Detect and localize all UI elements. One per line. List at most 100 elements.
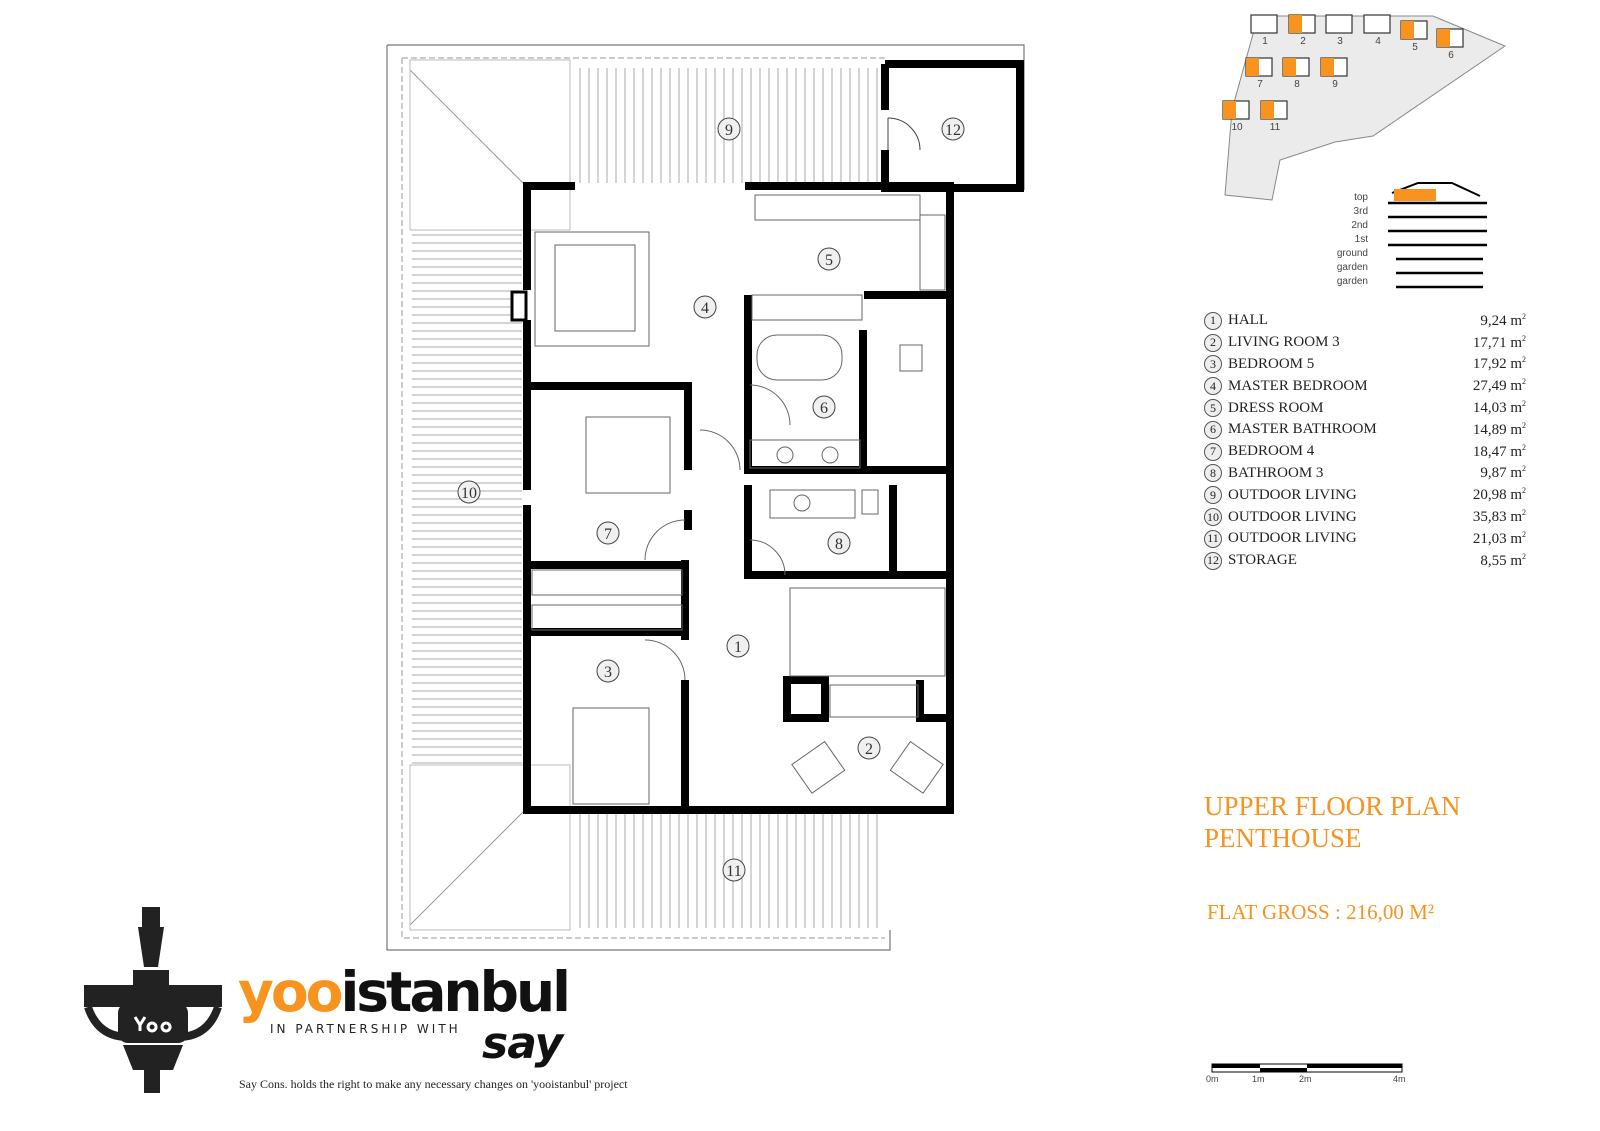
terrace-9-deck: [579, 68, 878, 183]
legend-number: 4: [1204, 377, 1222, 396]
legend-unit: m: [1510, 421, 1522, 438]
legend-area: 8,55 m2: [1480, 551, 1526, 569]
legend-number: 12: [1204, 551, 1222, 570]
legend-area-value: 9,87: [1480, 465, 1507, 482]
legend-area: 18,47 m2: [1472, 442, 1526, 460]
yooistanbul-logo: yooistanbul: [238, 965, 571, 1020]
legend-area: 27,49 m2: [1472, 377, 1526, 395]
site-unit-8: 8: [1282, 57, 1310, 90]
legend-unit: m: [1510, 552, 1522, 569]
legend-room-name: LIVING ROOM 3: [1228, 334, 1340, 351]
room-marker-number: 12: [945, 122, 961, 139]
room-marker-number: 3: [604, 664, 612, 681]
legend-room-name: STORAGE: [1228, 552, 1297, 569]
site-unit-label: 7: [1257, 79, 1263, 90]
plan-title-line1: UPPER FLOOR PLAN: [1204, 791, 1461, 821]
scale-bar: [1211, 1063, 1403, 1073]
legend-unit: m: [1510, 465, 1522, 482]
legend-row: 12 STORAGE 8,55 m2: [1204, 550, 1526, 572]
site-unit-label: 9: [1332, 79, 1338, 90]
scale-label: 1m: [1252, 1074, 1265, 1084]
legend-unit: m: [1510, 356, 1522, 373]
legend-area: 9,87 m2: [1480, 464, 1526, 482]
terrace-11-deck: [579, 812, 878, 928]
legend-area-value: 17,71: [1472, 334, 1507, 351]
site-unit-10: 10: [1222, 100, 1250, 133]
plan-title-line2: PENTHOUSE: [1204, 823, 1362, 853]
site-unit-label: 4: [1375, 36, 1381, 47]
legend-unit: m: [1510, 509, 1522, 526]
legend-number: 9: [1204, 486, 1222, 505]
room-marker-9: 9: [717, 117, 741, 141]
legend-area: 21,03 m2: [1472, 529, 1526, 547]
legend-unit: m: [1510, 443, 1522, 460]
section-key: [1388, 182, 1487, 289]
window-bay: [510, 290, 528, 322]
legend-number: 11: [1204, 529, 1222, 548]
legend-area-value: 14,03: [1472, 400, 1507, 417]
site-unit-11: 11: [1260, 100, 1288, 133]
legend-unit: m: [1510, 530, 1522, 547]
legend-area-value: 20,98: [1472, 487, 1507, 504]
room-marker-3: 3: [596, 659, 620, 683]
legend-row: 2 LIVING ROOM 3 17,71 m2: [1204, 332, 1526, 354]
logo-istanbul: istanbul: [340, 960, 571, 1024]
starck-chandelier-emblem: [84, 907, 222, 1093]
room-marker-2: 2: [857, 736, 881, 760]
plot-dashed-line: [401, 57, 885, 939]
room-marker-number: 2: [865, 741, 873, 758]
room-marker-6: 6: [812, 395, 836, 419]
legend-room-name: BATHROOM 3: [1228, 464, 1324, 481]
furniture: [531, 194, 946, 805]
legend-room-name: BEDROOM 4: [1228, 443, 1315, 460]
site-unit-7: 7: [1245, 57, 1273, 90]
room-marker-number: 4: [701, 300, 709, 317]
legend-number: 3: [1204, 355, 1222, 374]
legend-number: 5: [1204, 399, 1222, 418]
legend-area: 20,98 m2: [1472, 486, 1526, 504]
legend-unit: m: [1510, 487, 1522, 504]
logo-yoo: yoo: [238, 960, 343, 1024]
site-unit-3: 3: [1325, 14, 1353, 47]
current-floor-highlight: [1394, 189, 1436, 201]
room-marker-10: 10: [457, 480, 481, 504]
legend-room-name: HALL: [1228, 312, 1268, 329]
room-marker-8: 8: [827, 531, 851, 555]
legend-room-name: DRESS ROOM: [1228, 399, 1324, 416]
room-marker-4: 4: [693, 295, 717, 319]
site-unit-label: 6: [1448, 50, 1454, 61]
legend-number: 2: [1204, 333, 1222, 352]
site-unit-label: 10: [1231, 122, 1243, 133]
legend-area: 17,71 m2: [1472, 333, 1526, 351]
partner-text: IN PARTNERSHIP WITH: [270, 1022, 461, 1036]
legend-area-value: 21,03: [1472, 530, 1507, 547]
legend-area-value: 17,92: [1472, 356, 1507, 373]
room-marker-11: 11: [722, 858, 746, 882]
floor-label: ground: [1336, 248, 1368, 259]
room-marker-number: 9: [725, 122, 733, 139]
legend-area: 35,83 m2: [1472, 508, 1526, 526]
legend-room-name: BEDROOM 5: [1228, 355, 1315, 372]
building-walls: [523, 182, 954, 814]
scale-label: 2m: [1299, 1074, 1312, 1084]
roof-hip-lines: [409, 69, 526, 926]
disclaimer: Say Cons. holds the right to make any ne…: [239, 1077, 628, 1091]
site-unit-2: 2: [1288, 14, 1316, 47]
site-unit-label: 5: [1412, 42, 1418, 53]
legend-room-name: OUTDOOR LIVING: [1228, 508, 1357, 525]
room-marker-number: 5: [825, 252, 833, 269]
floor-label: garden: [1336, 262, 1368, 273]
